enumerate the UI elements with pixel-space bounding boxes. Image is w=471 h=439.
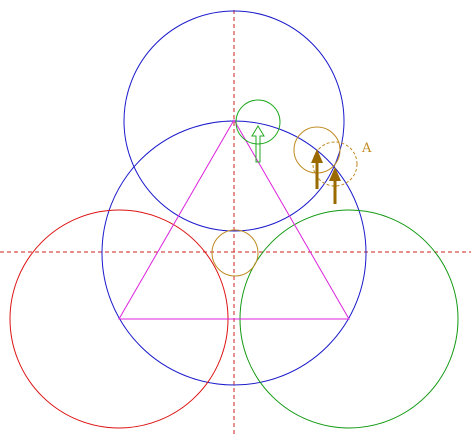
top-small-green-circle (235, 99, 281, 145)
gold-arrow-left-icon (311, 149, 323, 189)
point-a-label: A (361, 141, 372, 156)
small-green-arrow-icon (251, 125, 265, 163)
dashed-gold-circle-a (312, 141, 358, 187)
center-small-gold-circle (211, 229, 259, 277)
center-blue-circle (101, 120, 367, 386)
equilateral-triangle (118, 119, 350, 320)
top-blue-circle (123, 10, 345, 232)
gold-arrow-right-icon (329, 167, 341, 204)
